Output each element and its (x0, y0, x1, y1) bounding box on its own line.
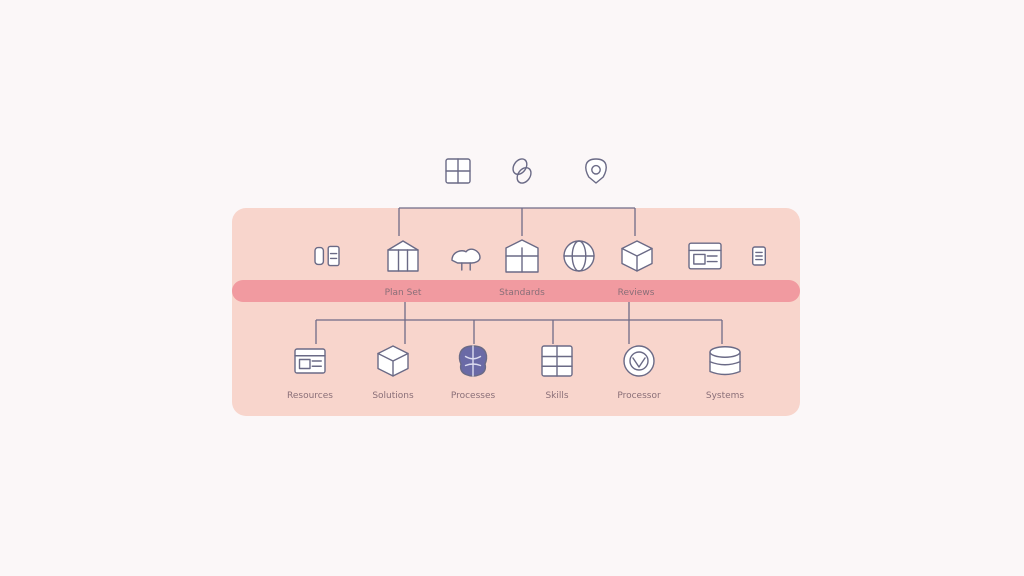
diagram-panel (232, 208, 800, 416)
link-icon (512, 158, 532, 184)
bottom-node: Resources (287, 348, 333, 401)
doc-icon (751, 246, 767, 266)
bottom-node: Solutions (372, 345, 414, 401)
bottom-node: Processor (617, 345, 661, 401)
band-label: Standards (499, 288, 545, 298)
node-label: Processor (617, 391, 661, 401)
box-icon (387, 240, 419, 272)
target-icon (623, 345, 655, 377)
band-label: Reviews (618, 288, 655, 298)
stack-icon (541, 345, 573, 377)
globe-icon (563, 240, 595, 272)
window-icon (294, 348, 326, 374)
database-icon (709, 346, 741, 376)
node-label: Solutions (372, 391, 414, 401)
bottom-node: Skills (541, 345, 573, 401)
bottom-node: Processes (451, 345, 496, 401)
connectors (315, 207, 723, 344)
node-label: Skills (545, 391, 568, 401)
brain-icon (458, 345, 488, 377)
band-labels: Plan Set Standards Reviews (385, 288, 655, 298)
node-label: Processes (451, 391, 496, 401)
bottom-node-row: Resources Solutions Processes Skills Process… (287, 345, 745, 401)
top-icon-row (445, 158, 607, 184)
upper-icon-row (314, 239, 767, 273)
cloud-icon (451, 248, 481, 271)
cube-icon (377, 345, 409, 377)
divider-band (232, 280, 800, 302)
tag-icon (314, 245, 340, 267)
band-label: Plan Set (385, 288, 422, 298)
bottom-node: Systems (706, 346, 745, 401)
node-label: Systems (706, 391, 745, 401)
server-icon (505, 239, 539, 273)
shield-icon (585, 158, 607, 184)
window-icon (688, 242, 722, 270)
cube-icon (621, 240, 653, 272)
node-label: Resources (287, 391, 333, 401)
grid-icon (445, 158, 471, 184)
